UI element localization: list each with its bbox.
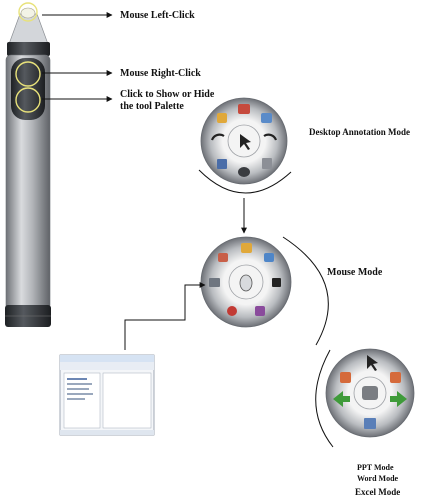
mouse-right-click-label: Mouse Right-Click [120,68,201,79]
cursor-icon [367,355,378,371]
thumbnail-to-mouse-arrow [124,282,206,350]
document-icon [364,418,376,429]
office-mode-arc [315,349,334,448]
desktop-annotation-mode-label: Desktop Annotation Mode [309,127,411,137]
next-arrow-icon [390,391,407,407]
ppt-mode-label: PPT Mode [357,463,394,472]
pen-icon [241,243,252,253]
pen-nib-icon [8,13,49,45]
mouse-mode-label: Mouse Mode [327,267,383,278]
eraser-icon [238,167,250,177]
pen-button-strip [11,58,45,120]
cursor-icon [240,134,251,150]
pen-collar [7,42,50,56]
smart-pen [5,2,51,327]
left-click-highlight [18,2,38,22]
word-mode-label: Word Mode [357,474,399,483]
pen-tip [20,7,36,19]
paint-icon [340,372,351,383]
pen-icon [238,104,250,114]
mouse-mode-arc [282,236,329,346]
image-icon [261,113,272,123]
excel-mode-label: Excel Mode [355,487,401,497]
gear-icon [255,306,265,316]
undo-icon [210,133,225,141]
mouse-icon [239,274,253,292]
brush-icon [390,372,401,383]
palette-arc [198,169,292,194]
prev-arrow-icon [333,391,350,407]
word-window-thumbnail [59,354,155,436]
marker-icon [217,113,227,123]
palette-toggle-button [15,87,41,113]
camera-icon [218,253,228,262]
record-icon [227,306,237,316]
desktop-annotation-palette [198,97,292,194]
center-logo-icon [362,386,378,400]
mouse-mode-palette [200,236,329,346]
mouse-left-click-label: Mouse Left-Click [120,10,195,21]
redo-icon [263,133,278,141]
office-mode-palette [315,348,415,448]
toggle-palette-label: Click to Show or Hide the tool Palette [120,89,215,112]
right-click-button [15,61,41,87]
pause-icon [272,278,281,287]
page-icon [262,158,272,169]
snapshot-icon [209,278,220,287]
screen-icon [264,253,274,262]
save-icon [217,159,227,169]
